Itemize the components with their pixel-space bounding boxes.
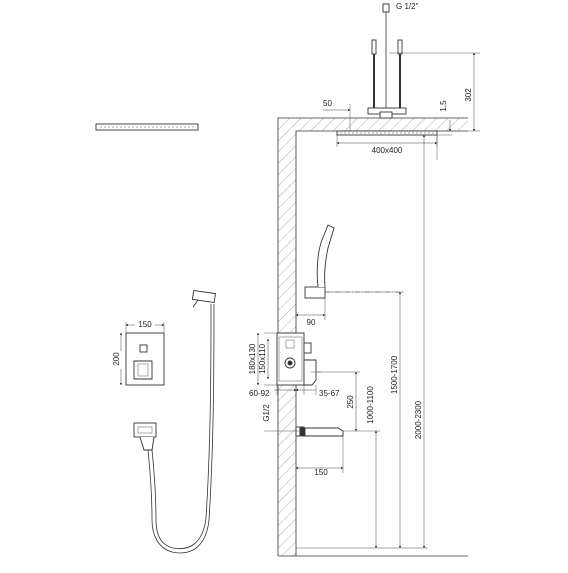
spout-height-label: 1000-1100 xyxy=(366,386,375,424)
shower-head-profile xyxy=(95,123,199,131)
box-outer-label: 180x130 xyxy=(248,343,257,374)
rain-head-dimensions: 50 400x400 1,5 302 xyxy=(323,52,480,155)
mixer-box-dimensions: 180x130 150x110 60-92 35-67 xyxy=(248,332,340,398)
hand-shower-with-hose xyxy=(133,289,216,554)
head-size-label: 400x400 xyxy=(372,146,403,155)
recess-depth-label: 60-92 xyxy=(249,389,270,398)
concealed-mixer-box xyxy=(276,332,321,386)
box-height-label: 200 xyxy=(112,352,121,366)
height-dimensions: 1000-1100 1500-1700 2000-2300 xyxy=(296,134,438,549)
box-inner-label: 150x110 xyxy=(258,343,267,374)
spout-thread-label: G1/2 xyxy=(262,404,271,422)
spout-length-label: 150 xyxy=(314,468,328,477)
bath-spout: G1/2 250 150 xyxy=(262,371,360,477)
box-width-label: 150 xyxy=(138,320,152,329)
holder-offset-label: 90 xyxy=(307,318,316,327)
cover-plate-front-view: 150 200 xyxy=(112,319,165,386)
wall-and-ceiling xyxy=(277,117,468,557)
pipe-thread-label: G 1/2" xyxy=(396,2,419,11)
offset-label: 50 xyxy=(323,99,332,108)
head-thickness-label: 1,5 xyxy=(439,100,448,112)
ceiling-shower-arm: G 1/2" xyxy=(336,2,438,136)
hand-shower-holder-side: 90 xyxy=(295,224,400,327)
head-height-label: 2000-2300 xyxy=(414,400,423,439)
spout-drop-label: 250 xyxy=(346,395,355,409)
holder-height-label: 1500-1700 xyxy=(390,355,399,394)
projection-label: 35-67 xyxy=(319,389,340,398)
arm-height-label: 302 xyxy=(464,88,473,102)
